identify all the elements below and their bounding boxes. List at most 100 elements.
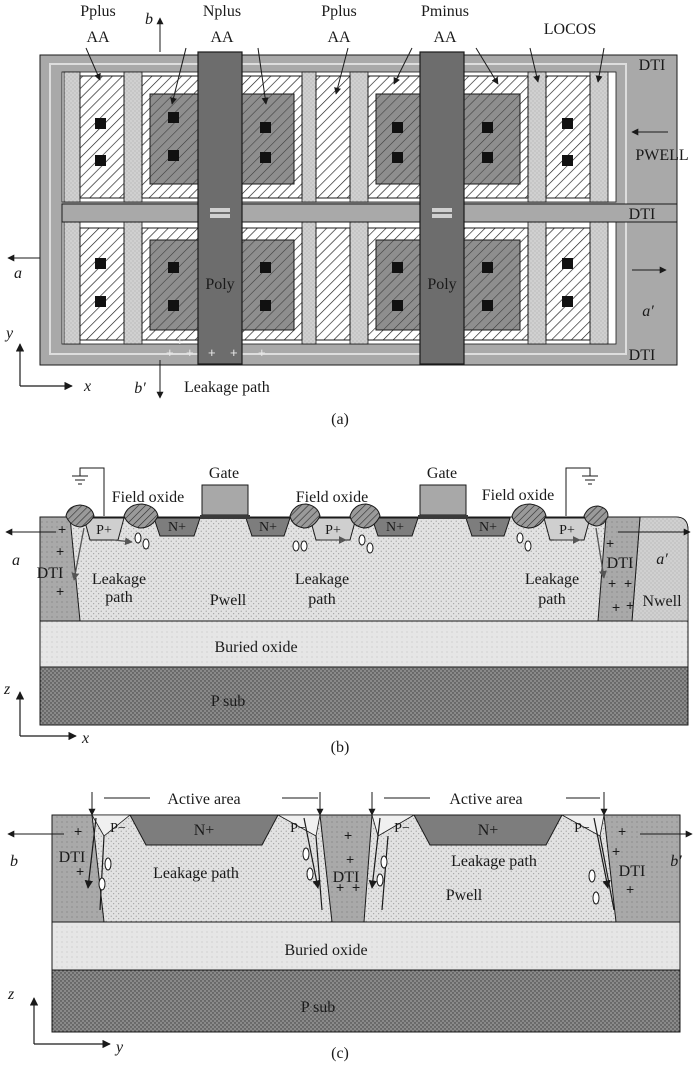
plus-marks-b: + + + + + + + +	[56, 521, 634, 615]
plus-mark: +	[606, 535, 614, 551]
plus-mark: +	[74, 823, 82, 839]
field-oxide-blob	[583, 505, 609, 527]
contact	[482, 262, 493, 273]
label-buried-oxide-b: Buried oxide	[214, 639, 297, 656]
label-dti-left-b: DTI	[37, 565, 64, 582]
label-a-prime-b: a′	[656, 551, 668, 568]
label-b: b	[145, 11, 153, 28]
label-dti-bottom: DTI	[629, 347, 656, 364]
p-plus-region-2	[309, 517, 357, 541]
plus-mark: +	[624, 575, 632, 591]
leader-locos-right	[595, 47, 605, 83]
label-pwell: PWELL	[635, 147, 688, 164]
gate-2-oxide	[418, 515, 468, 519]
buried-oxide-c	[51, 921, 681, 971]
label-field-oxide-3: Field oxide	[482, 487, 554, 504]
locos-col-4b	[349, 221, 369, 345]
label-p-minus-4: P−	[574, 821, 590, 836]
locos-col-5b	[527, 221, 547, 345]
label-pwell-c: Pwell	[446, 887, 483, 904]
contact	[482, 300, 493, 311]
p-minus-region-2	[277, 814, 321, 837]
active-area-dim-2	[368, 792, 608, 816]
buried-oxide-b	[39, 620, 689, 668]
contact	[482, 152, 493, 163]
field-oxide-blob	[289, 503, 321, 529]
plus-marks-c: + + + + + + + + +	[74, 823, 634, 897]
p-minus-region-1	[91, 814, 132, 837]
panel-b-cross-section: Gate Gate Field oxide Field oxide Field …	[3, 465, 691, 756]
dti-right-b	[597, 516, 641, 622]
contact	[260, 152, 271, 163]
label-active-area-2: Active area	[449, 791, 522, 808]
label-dti-mid-c: DTI	[333, 869, 360, 886]
n-plus-region-c1	[129, 814, 279, 846]
axis-z-label-c: z	[7, 986, 15, 1003]
carrier-oval	[376, 873, 384, 887]
axis-x-label-b: x	[81, 730, 89, 747]
label-poly-2: Poly	[427, 276, 456, 293]
dti-mid-c	[319, 814, 373, 923]
label-nwell-b: Nwell	[642, 593, 682, 610]
label-aa-1: AA	[86, 29, 110, 46]
carrier-oval	[98, 877, 106, 891]
field-oxide-blob	[123, 503, 159, 529]
nwell-b	[631, 516, 689, 622]
locos-col-4	[349, 71, 369, 203]
field-oxide-blob	[511, 503, 547, 529]
contact	[95, 118, 106, 129]
contact	[260, 122, 271, 133]
carrier-oval	[142, 538, 150, 550]
n-plus-region-2	[245, 517, 291, 537]
label-a-b: a	[12, 552, 20, 569]
pplus-aa-left-top	[79, 75, 125, 199]
gate-2-poly	[419, 484, 467, 516]
leader-nplus-left	[170, 47, 187, 105]
carrier-oval	[306, 867, 314, 881]
active-area-dim-1	[88, 792, 324, 816]
label-p-minus-2: P−	[290, 821, 306, 836]
pplus-aa-mid-bottom	[315, 227, 351, 341]
ground-symbol-left	[72, 467, 105, 516]
plus-mark: +	[56, 583, 64, 599]
locos-col-5	[527, 71, 547, 203]
label-b-c: b	[10, 853, 18, 870]
gate-1-oxide	[200, 515, 250, 519]
carrier-oval	[588, 869, 596, 883]
leader-pplus-1	[85, 47, 101, 81]
label-n-plus-4: N+	[479, 520, 497, 535]
label-p-plus-2: P+	[325, 523, 341, 538]
carrier-oval	[300, 540, 308, 552]
label-nplus: Nplus	[203, 3, 241, 20]
label-locos: LOCOS	[544, 21, 596, 38]
leader-locos-left	[529, 47, 540, 83]
caption-a: (a)	[331, 411, 349, 428]
label-gate-2: Gate	[427, 465, 457, 482]
n-plus-region-4	[465, 517, 511, 537]
carrier-oval	[524, 540, 532, 552]
label-n-plus-c2: N+	[478, 822, 499, 839]
plus-mark: +	[208, 345, 216, 360]
label-dti-mid: DTI	[629, 206, 656, 223]
carrier-oval	[358, 534, 366, 546]
contact	[562, 296, 573, 307]
axis-y-label: y	[4, 325, 14, 342]
label-p-minus-1: P−	[110, 821, 126, 836]
label-leakage-3-line1: Leakage	[525, 571, 579, 588]
panel-a-layout: Pplus AA b Nplus AA Pplus AA Pminus AA L…	[4, 3, 689, 428]
plus-mark: +	[58, 521, 66, 537]
n-plus-region-1	[153, 517, 201, 537]
gate-1-poly	[201, 484, 249, 516]
leakage-plus-marks: + + + + + +	[166, 333, 266, 360]
label-n-plus-1: N+	[168, 520, 186, 535]
dti-right-c	[603, 814, 681, 923]
plus-mark: +	[346, 851, 354, 867]
leakage-lines-c	[84, 817, 615, 911]
plus-mark: +	[186, 345, 194, 360]
field-oxide-blob	[65, 504, 95, 528]
axis-z-label-b: z	[3, 681, 11, 698]
label-dti-left-c: DTI	[59, 849, 86, 866]
contact	[392, 152, 403, 163]
locos-col-3b	[301, 221, 317, 345]
contact	[562, 118, 573, 129]
